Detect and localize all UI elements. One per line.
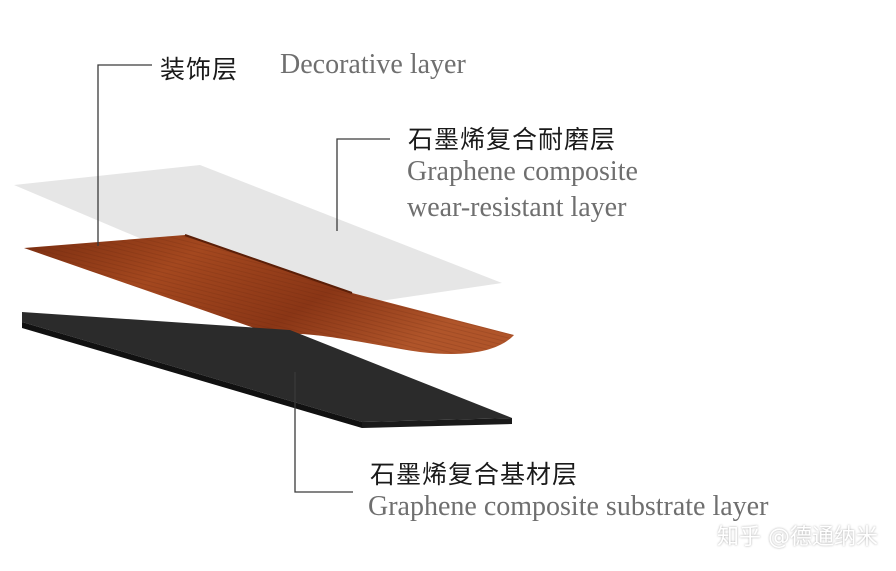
substrate-leader-line (294, 372, 353, 493)
decorative-label-en: Decorative layer (280, 49, 466, 80)
wear-label-en-line2: wear-resistant layer (407, 192, 627, 223)
substrate-layer-edge (22, 322, 362, 428)
decorative-label-zh: 装饰层 (160, 55, 239, 84)
substrate-layer-edge-front (362, 418, 512, 428)
wear-layer-seam (184, 234, 353, 294)
substrate-layer-sheet (22, 312, 512, 422)
wear-layer-grain (24, 235, 514, 355)
decorative-leader-line (97, 64, 152, 246)
substrate-label-zh: 石墨烯复合基材层 (370, 460, 579, 489)
wear-label-zh: 石墨烯复合耐磨层 (408, 125, 617, 154)
substrate-label-en: Graphene composite substrate layer (368, 491, 769, 522)
wear-leader-line (336, 138, 390, 231)
wear-label-en-line1: Graphene composite (407, 156, 638, 187)
watermark: 知乎 @德通纳米 (717, 525, 878, 550)
decorative-layer-sheet (14, 165, 502, 311)
